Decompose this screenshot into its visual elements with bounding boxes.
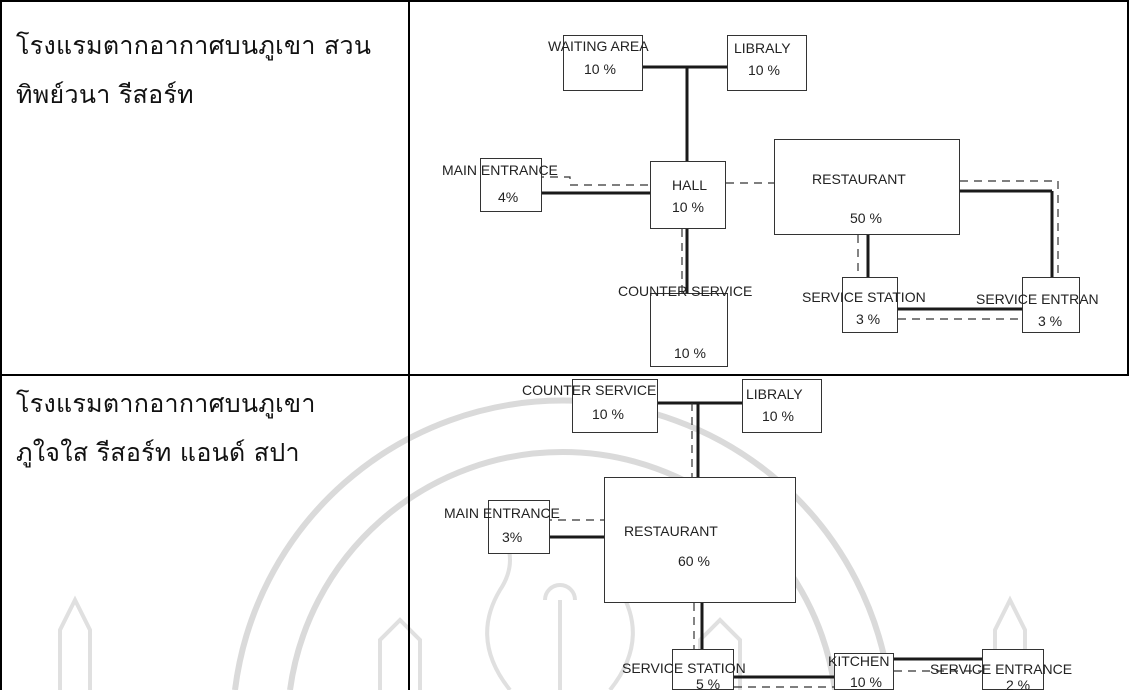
waiting-area-pct: 10 % <box>584 61 616 77</box>
row1-title-line2: ทิพย์วนา รีสอร์ท <box>16 80 194 109</box>
kitchen-label: KITCHEN <box>828 653 890 669</box>
row1-zoning-diagram: WAITING AREA 10 % LIBRALY 10 % MAIN ENTR… <box>410 5 1129 375</box>
hall-pct: 10 % <box>672 199 704 215</box>
dash-restaurant-serventr <box>960 180 1059 285</box>
node-main-entrance <box>488 500 550 554</box>
node-counter-service <box>650 293 728 367</box>
service-station-label: SERVICE STATION <box>802 289 926 305</box>
counter-service-pct: 10 % <box>592 406 624 422</box>
node-library <box>727 35 807 91</box>
library-label: LIBRALY <box>734 40 791 56</box>
node-waiting-area <box>563 35 643 91</box>
main-entrance-pct: 4% <box>498 189 519 205</box>
service-entrance-label: SERVICE ENTRANCE <box>930 661 1073 677</box>
row2-title-line2: ภูใจใส รีสอร์ท แอนด์ สปา <box>16 438 300 467</box>
table-column-divider <box>408 0 410 690</box>
service-entrance-pct: 3 % <box>1038 313 1063 329</box>
node-kitchen <box>834 653 894 690</box>
main-entrance-label: MAIN ENTRANCE <box>442 162 558 178</box>
table-top-border <box>0 0 1129 2</box>
library-pct: 10 % <box>748 62 780 78</box>
node-service-entrance <box>1022 277 1080 333</box>
node-service-entrance <box>982 649 1044 690</box>
row1-title-line1: โรงแรมตากอากาศบนภูเขา สวน <box>16 31 372 60</box>
library-label: LIBRALY <box>746 386 803 402</box>
counter-service-label: COUNTER SERVICE <box>618 283 753 299</box>
restaurant-label: RESTAURANT <box>812 171 906 187</box>
node-counter-service <box>572 379 658 433</box>
counter-service-pct: 10 % <box>674 345 706 361</box>
main-entrance-pct: 3% <box>502 529 523 545</box>
restaurant-label: RESTAURANT <box>624 523 718 539</box>
service-station-pct: 3 % <box>856 311 881 327</box>
kitchen-pct: 10 % <box>850 674 882 690</box>
main-entrance-label: MAIN ENTRANCE <box>444 505 560 521</box>
row2-title-line1: โรงแรมตากอากาศบนภูเขา <box>16 389 316 418</box>
node-main-entrance <box>480 158 542 212</box>
node-restaurant <box>604 477 796 603</box>
restaurant-pct: 50 % <box>850 210 882 226</box>
counter-service-label: COUNTER SERVICE <box>522 382 657 398</box>
node-restaurant <box>774 139 960 235</box>
node-hall <box>650 161 726 229</box>
node-service-station <box>842 277 898 333</box>
table-left-border <box>0 0 2 690</box>
library-pct: 10 % <box>762 408 794 424</box>
service-station-pct: 5 % <box>696 676 721 692</box>
row1-hotel-title: โรงแรมตากอากาศบนภูเขา สวน ทิพย์วนา รีสอร… <box>16 28 371 113</box>
row1-connections <box>480 65 1059 320</box>
table-right-border <box>1127 0 1129 375</box>
table-row-divider <box>0 374 1129 376</box>
hall-label: HALL <box>672 177 708 193</box>
service-entrance-label: SERVICE ENTRAN <box>976 291 1099 307</box>
waiting-area-label: WAITING AREA <box>548 38 649 54</box>
service-station-label: SERVICE STATION <box>622 660 746 676</box>
row2-hotel-title: โรงแรมตากอากาศบนภูเขา ภูใจใส รีสอร์ท แอน… <box>16 386 316 471</box>
row2-zoning-diagram: COUNTER SERVICE 10 % LIBRALY 10 % MAIN E… <box>410 377 1129 693</box>
restaurant-pct: 60 % <box>678 553 710 569</box>
service-entrance-pct: 2 % <box>1006 677 1031 693</box>
node-library <box>742 379 822 433</box>
